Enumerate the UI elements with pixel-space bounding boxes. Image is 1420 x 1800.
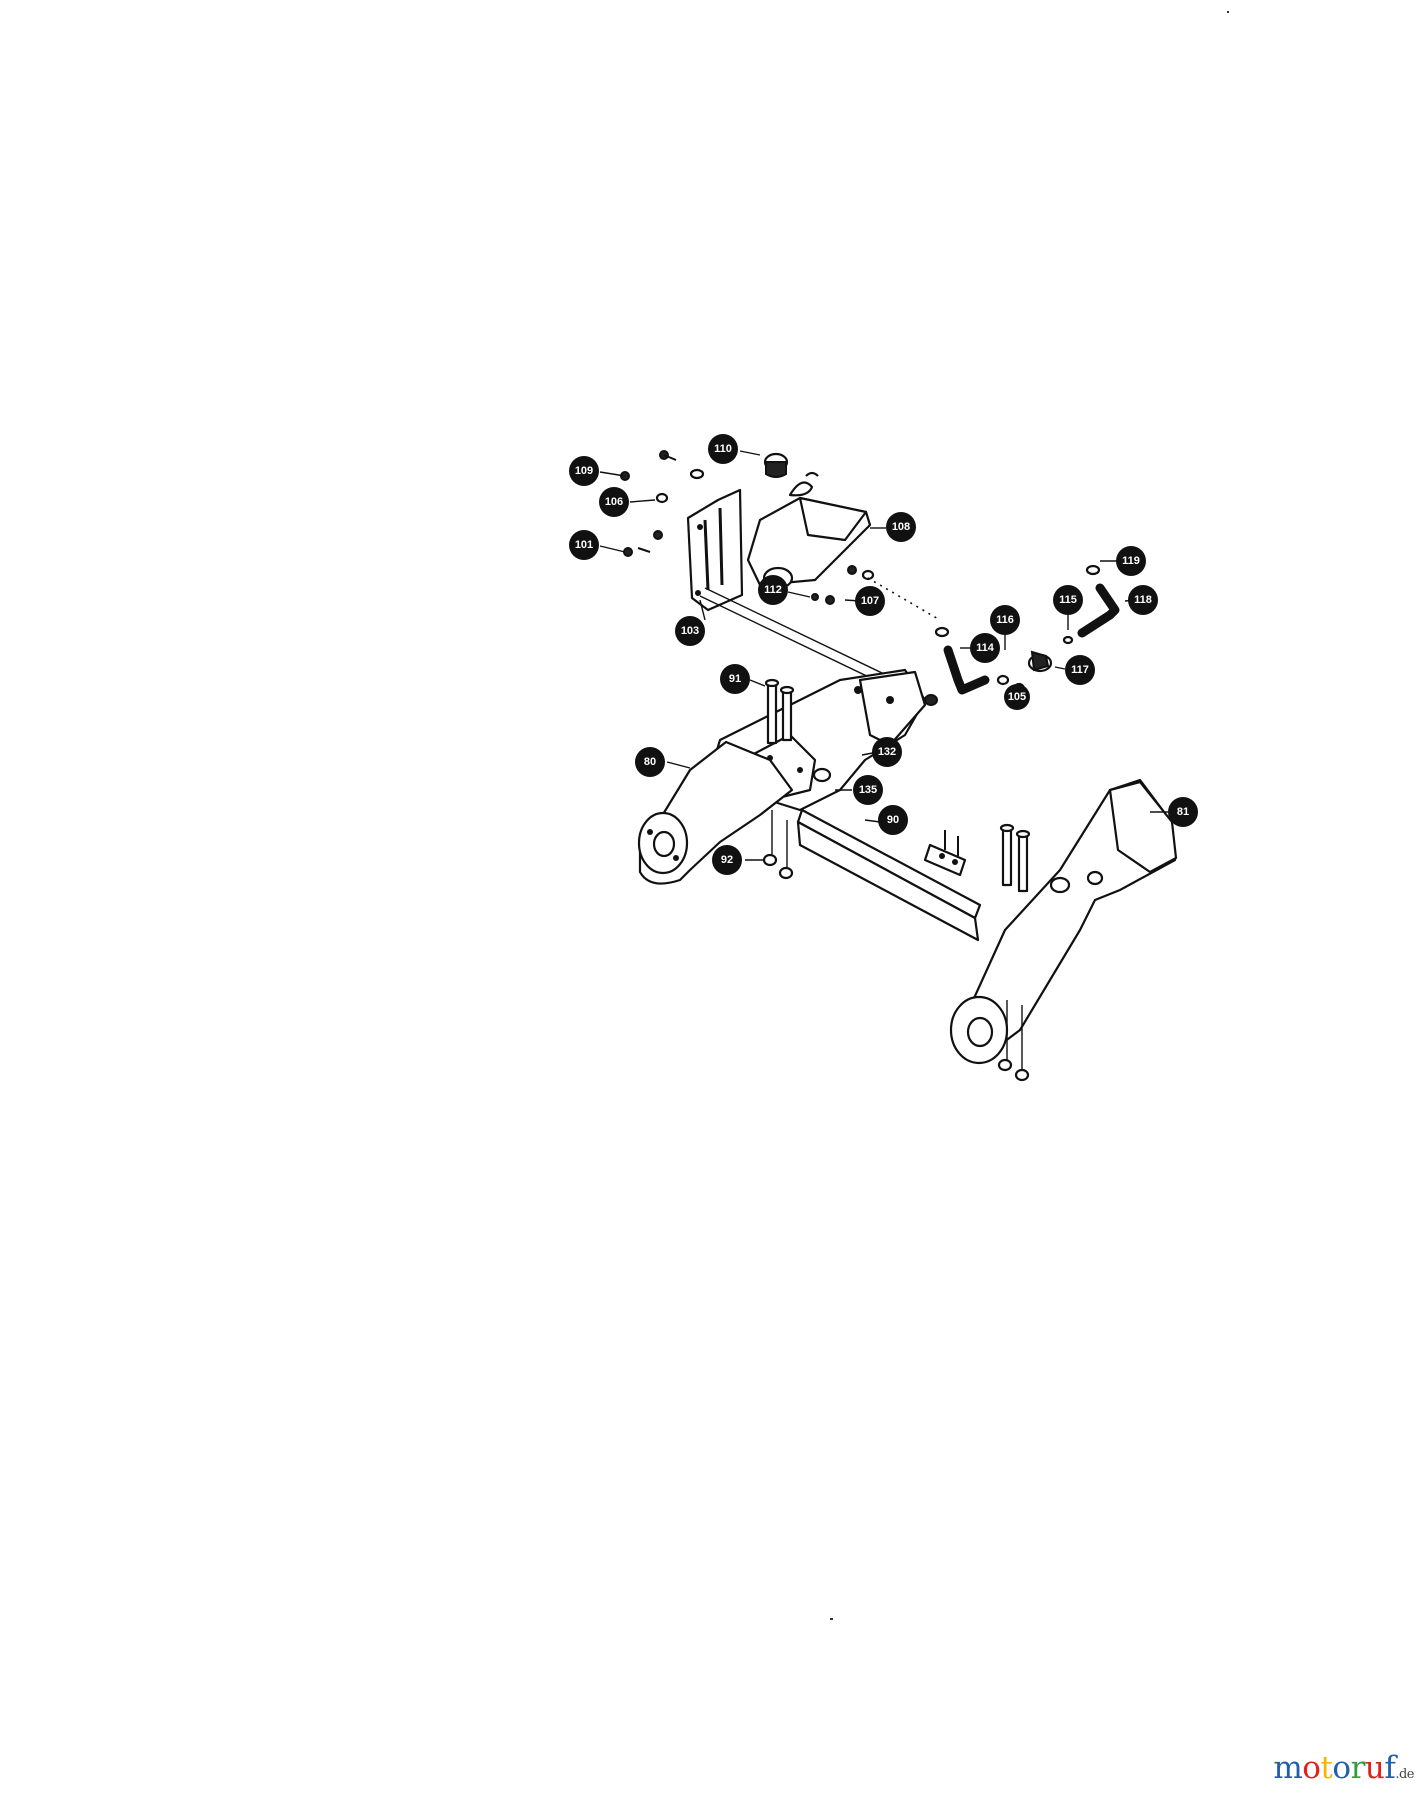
callout-135: 135 (853, 775, 883, 805)
callout-132: 132 (872, 737, 902, 767)
svg-text:110: 110 (714, 443, 732, 455)
callout-112: 112 (758, 575, 788, 605)
callout-109: 109 (569, 456, 599, 486)
left-side-plate (637, 740, 794, 885)
svg-text:107: 107 (861, 595, 879, 607)
speck-mark (830, 1618, 833, 1620)
logo-letter: r (1350, 1750, 1366, 1786)
callout-114: 114 (970, 633, 1000, 663)
svg-text:109: 109 (575, 465, 593, 477)
callout-116: 116 (990, 605, 1020, 635)
svg-text:101: 101 (575, 539, 593, 551)
svg-text:103: 103 (681, 625, 699, 637)
logo-letter: o (1302, 1750, 1321, 1786)
logo-wordmark: motoruf (1273, 1750, 1395, 1786)
svg-text:105: 105 (1008, 691, 1026, 703)
svg-text:117: 117 (1071, 664, 1089, 676)
speck-mark (1227, 11, 1229, 13)
shift-rod (924, 564, 1120, 706)
logo-letter: m (1273, 1750, 1303, 1786)
svg-text:80: 80 (644, 756, 656, 768)
callout-108: 108 (886, 512, 916, 542)
right-side-plate (949, 778, 1178, 1082)
svg-text:90: 90 (887, 814, 899, 826)
svg-text:106: 106 (605, 496, 623, 508)
callout-118: 118 (1128, 585, 1158, 615)
svg-text:108: 108 (892, 521, 910, 533)
callout-119: 119 (1116, 546, 1146, 576)
callout-91: 91 (720, 664, 750, 694)
svg-text:135: 135 (859, 784, 877, 796)
logo-tld: .de (1395, 1767, 1414, 1782)
knob (763, 452, 819, 478)
bolts (764, 678, 795, 745)
mounting-plate (686, 488, 744, 612)
callout-105: 105 (1004, 684, 1030, 710)
logo-letter: f (1384, 1750, 1396, 1786)
leader-lines (599, 450, 1168, 861)
svg-text:119: 119 (1122, 555, 1140, 567)
svg-text:132: 132 (878, 746, 896, 758)
svg-text:91: 91 (729, 673, 741, 685)
nuts (762, 810, 794, 880)
callout-117: 117 (1065, 655, 1095, 685)
cross-beam (796, 808, 982, 942)
callout-107: 107 (855, 586, 885, 616)
callout-81: 81 (1168, 797, 1198, 827)
callout-90: 90 (878, 805, 908, 835)
plate-hardware (620, 450, 875, 605)
callout-115: 115 (1053, 585, 1083, 615)
logo-letter: u (1364, 1750, 1385, 1786)
svg-text:112: 112 (764, 584, 782, 596)
svg-text:118: 118 (1134, 594, 1152, 606)
callout-101: 101 (569, 530, 599, 560)
callout-110: 110 (708, 434, 738, 464)
motoruf-watermark-logo: motoruf.de (1273, 1750, 1414, 1786)
callout-103: 103 (675, 616, 705, 646)
svg-text:115: 115 (1059, 594, 1077, 606)
logo-letter: t (1320, 1750, 1333, 1786)
logo-letter: o (1332, 1750, 1351, 1786)
svg-text:116: 116 (996, 614, 1014, 626)
svg-text:81: 81 (1177, 806, 1189, 818)
callout-106: 106 (599, 487, 629, 517)
callout-92: 92 (712, 845, 742, 875)
svg-text:92: 92 (721, 854, 733, 866)
callout-80: 80 (635, 747, 665, 777)
callouts: 110 109 106 101 103 108 112 107 114 116 … (569, 434, 1198, 875)
svg-text:114: 114 (976, 642, 995, 654)
